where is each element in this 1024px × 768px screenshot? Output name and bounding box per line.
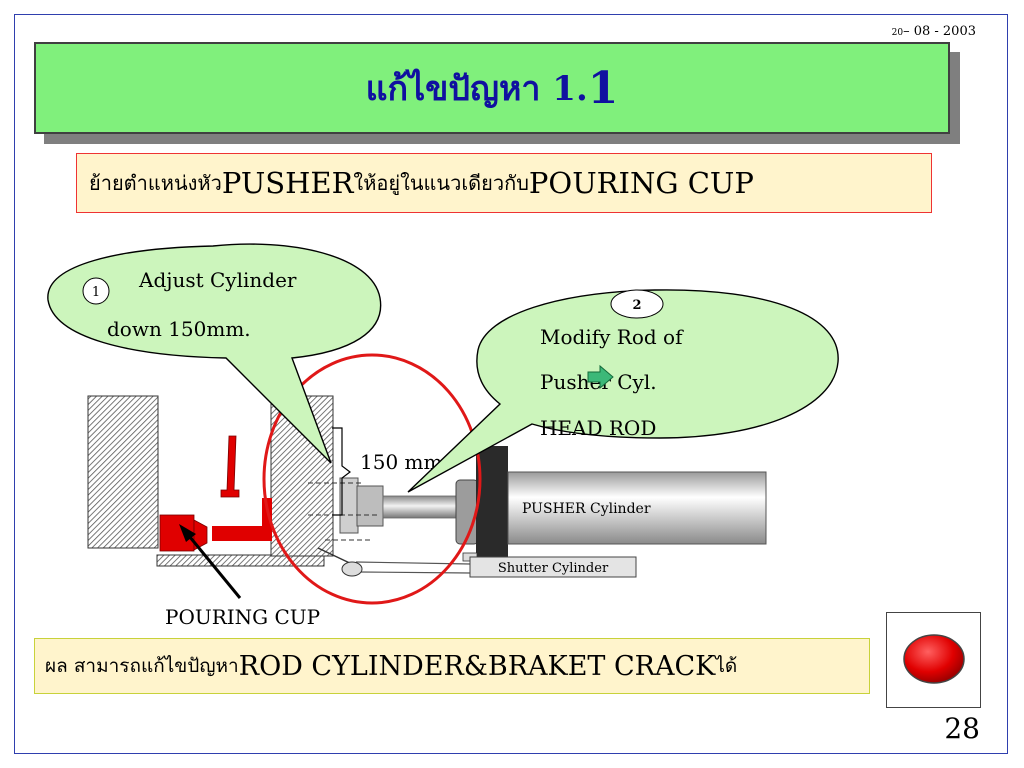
- green-arrow-icon: [587, 364, 614, 390]
- shutter-clevis: [341, 561, 363, 577]
- callout-2-number: 2: [632, 298, 641, 313]
- pouring-cup-label: POURING CUP: [165, 605, 320, 629]
- callout-2-bubble: [407, 289, 839, 493]
- highlight-circle: [262, 353, 482, 605]
- left-die-block: [87, 395, 159, 549]
- subtitle-en-2: POURING CUP: [528, 166, 754, 200]
- red-arm: [262, 498, 272, 540]
- pouring-cup-pointer: [183, 530, 242, 599]
- callout-1-line-2: down 150mm.: [107, 317, 251, 341]
- subtitle-en-1: PUSHER: [221, 166, 354, 200]
- date-day: 20: [891, 28, 904, 38]
- title-number: 1: [587, 62, 619, 114]
- shutter-cylinder: [469, 556, 637, 578]
- slide-frame: [14, 14, 1008, 754]
- subtitle-thai-1: ย้ายตำแหน่งหัว: [89, 171, 222, 195]
- subtitle-box: ย้ายตำแหน่งหัว PUSHER ให้อยู่ในแนวเดียวก…: [76, 153, 932, 213]
- result-thai-1: ผล สามารถแก้ไขปัญหา: [45, 655, 239, 677]
- dimension-brace: [332, 427, 351, 516]
- title-text: แก้ไขปัญหา 1.: [365, 69, 588, 109]
- callout-2-line-3: HEAD ROD: [540, 416, 656, 440]
- title-banner: แก้ไขปัญหา 1.1: [34, 42, 950, 134]
- subtitle-thai-2: ให้อยู่ในแนวเดียวกับ: [353, 171, 529, 195]
- callout-1-bubble: [47, 243, 382, 464]
- shutter-rod-bottom: [359, 571, 471, 574]
- callout-1-number: 1: [92, 285, 100, 300]
- pusher-head: [339, 477, 359, 534]
- pusher-cylinder: [507, 471, 767, 545]
- red-channel: [212, 526, 272, 541]
- result-thai-2: ได้: [715, 655, 738, 677]
- piston-rod: [382, 495, 464, 519]
- callout-1-line-1: Adjust Cylinder: [138, 268, 297, 292]
- red-riser: [220, 435, 240, 498]
- callout-1-number-circle: [82, 277, 110, 305]
- cylinder-flange: [476, 446, 508, 558]
- callout-2-number-circle: [610, 289, 664, 319]
- callout-2-line-1: Modify Rod of: [540, 325, 684, 349]
- result-box: ผล สามารถแก้ไขปัญหา ROD CYLINDER&BRAKET …: [34, 638, 870, 694]
- pusher-head-collar: [356, 485, 384, 527]
- shutter-cylinder-label: Shutter Cylinder: [498, 561, 609, 576]
- slide-date: 20– 08 - 2003: [892, 24, 976, 39]
- stop-button-icon[interactable]: [903, 634, 965, 684]
- pouring-cup-arrowhead: [179, 524, 196, 542]
- base-plate: [156, 554, 325, 567]
- result-en: ROD CYLINDER&BRAKET CRACK: [238, 650, 716, 682]
- pusher-cylinder-label: PUSHER Cylinder: [522, 501, 651, 517]
- date-rest: – 08 - 2003: [903, 24, 976, 39]
- page-number: 28: [944, 712, 980, 745]
